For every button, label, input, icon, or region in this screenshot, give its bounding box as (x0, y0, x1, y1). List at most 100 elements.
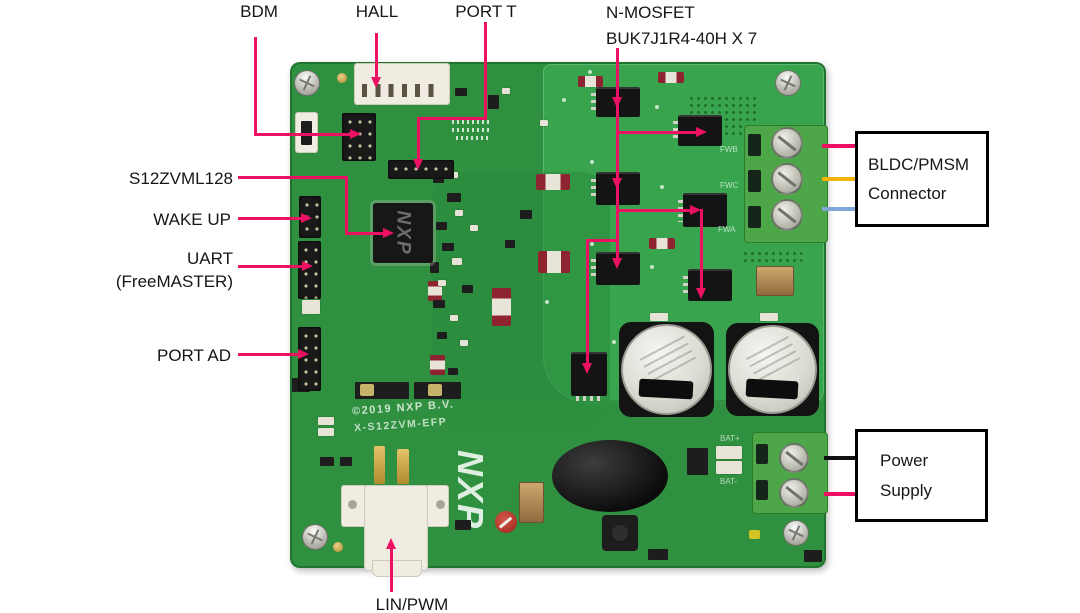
mosfet-pointer-branch (618, 209, 690, 212)
smd-component (470, 225, 478, 231)
power-callout-line2: Supply (880, 480, 932, 500)
lin-connector-body (364, 485, 428, 571)
smd-component (505, 240, 515, 248)
arrowhead (612, 178, 622, 189)
smd-component (433, 300, 445, 308)
smd-component (318, 417, 334, 425)
silk-text-row (456, 136, 490, 140)
smd-resistor (658, 72, 684, 83)
mosfet-pointer-branch (618, 131, 696, 134)
smd-component (340, 457, 352, 466)
label-uart-line2: (FreeMASTER) (115, 272, 233, 291)
arrowhead (413, 159, 423, 170)
arrowhead (371, 77, 381, 88)
smd-component (433, 175, 444, 183)
smd-component (448, 368, 458, 375)
tantalum-capacitor (756, 266, 794, 296)
smd-component (455, 210, 463, 216)
lin-pwm-pointer-line (390, 548, 393, 592)
arrowhead (386, 538, 396, 549)
wake-up-pointer-line (238, 217, 303, 220)
label-uart-line1: UART (187, 249, 233, 268)
terminal-slot (756, 444, 768, 464)
uart-pointer-line (238, 265, 304, 268)
mosfet-pointer-trunk (616, 48, 619, 265)
smd-component (716, 461, 742, 474)
via-dot (590, 160, 594, 164)
arrowhead (582, 363, 592, 374)
mosfet-pointer-branch (586, 239, 618, 242)
capacitor-vent-stripe (638, 378, 694, 400)
terminal-screw (771, 127, 803, 159)
arrowhead (690, 205, 701, 215)
smd-resistor (578, 76, 603, 87)
phase-wire-blue (822, 207, 855, 211)
arrowhead (696, 127, 707, 137)
smd-component (760, 313, 778, 321)
arrowhead (350, 129, 361, 139)
label-bdm: BDM (240, 2, 278, 21)
smd-component (455, 520, 471, 530)
smd-component (302, 300, 320, 314)
smd-component (447, 193, 461, 202)
s12zvml128-pointer-line (345, 176, 348, 235)
label-n-mosfet-line2: BUK7J1R4-40H X 7 (606, 29, 758, 48)
phase-silk-label: FWB (720, 145, 738, 154)
via-dot (660, 185, 664, 189)
bldc-connector-callout: BLDC/PMSM Connector (855, 131, 989, 227)
terminal-slot (748, 170, 761, 192)
terminal-screw (779, 443, 809, 473)
arrowhead (302, 261, 313, 271)
via-dot (590, 242, 594, 246)
smd-component (436, 385, 450, 393)
smd-resistor (538, 251, 570, 273)
hall-connector-pins (362, 84, 442, 97)
smd-component (455, 88, 467, 96)
via-dot (650, 265, 654, 269)
label-s12zvml128: S12ZVML128 (129, 169, 233, 188)
n-mosfet (571, 352, 607, 401)
phase-silk-label: FWA (718, 225, 736, 234)
tantalum-capacitor (519, 482, 544, 523)
phase-silk-label: FWC (720, 181, 739, 190)
terminal-screw (771, 163, 803, 195)
battery-silk-label: BAT- (720, 477, 738, 486)
connector-pin (397, 449, 409, 484)
port-ad-pointer-line (238, 353, 300, 356)
arrowhead (612, 258, 622, 269)
bdm-pointer-line (254, 37, 257, 136)
bdm-pointer-line (254, 133, 352, 136)
capacitor-vent-stripe (745, 378, 799, 400)
smd-resistor (536, 174, 570, 190)
connector-pin (374, 446, 385, 484)
s12zvml128-pointer-line (345, 232, 385, 235)
bldc-callout-line1: BLDC/PMSM (868, 155, 970, 174)
battery-silk-label: BAT+ (720, 434, 740, 443)
power-wire-pink (824, 492, 855, 496)
jumper-cap (428, 384, 442, 396)
bldc-callout-line2: Connector (868, 184, 947, 203)
lin-connector-tab (372, 560, 422, 577)
smd-component (488, 95, 499, 109)
red-trimmer (495, 511, 517, 533)
arrowhead (696, 288, 706, 299)
via-grid (742, 250, 802, 264)
smd-component (436, 222, 447, 230)
status-led (749, 530, 760, 539)
wing-screw (348, 500, 357, 509)
smd-component (442, 243, 454, 251)
label-n-mosfet-line1: N-MOSFET (606, 3, 695, 22)
silk-text-row (452, 120, 492, 124)
smd-component (540, 120, 548, 126)
smd-resistor (649, 238, 675, 249)
port-t-pointer-line (417, 117, 420, 161)
via-dot (655, 105, 659, 109)
smd-component (318, 428, 334, 436)
terminal-slot (748, 206, 761, 228)
mosfet-pointer-branch (700, 209, 703, 289)
smd-component (502, 88, 510, 94)
label-port-t: PORT T (455, 2, 517, 21)
terminal-slot (756, 480, 768, 500)
smd-component (320, 457, 334, 466)
